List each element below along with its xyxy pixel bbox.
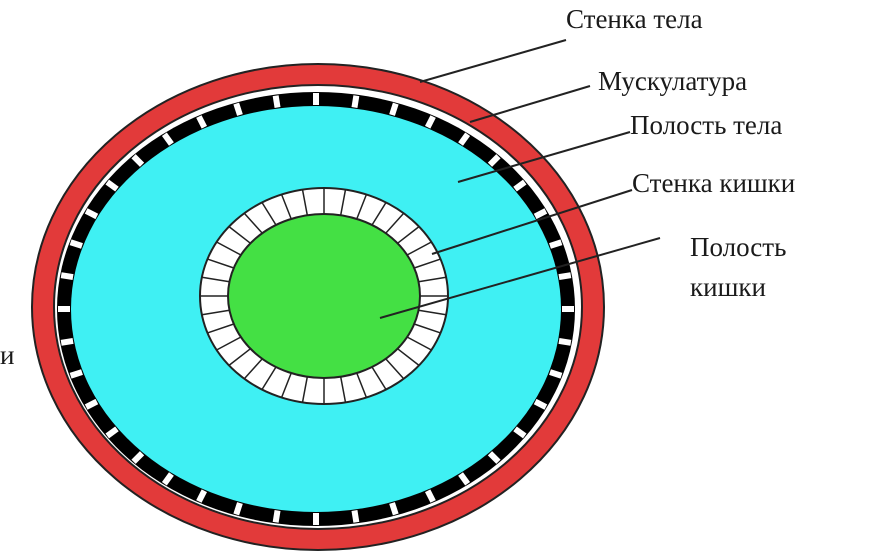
label-body-wall: Стенка тела [566, 4, 703, 34]
muscle-segment [313, 93, 319, 105]
leader-line-muscles [470, 86, 590, 122]
label-gut-wall: Стенка кишки [632, 168, 795, 198]
leader-line-body-wall [420, 40, 566, 82]
label-muscles: Мускулатура [598, 66, 747, 96]
label-body-cavity: Полость тела [630, 110, 782, 140]
label-gut-cavity-line2: кишки [690, 267, 786, 307]
gut-cavity [228, 214, 420, 378]
muscle-segment [313, 513, 319, 525]
muscle-segment [58, 306, 70, 312]
label-edge-fragment: и [0, 340, 14, 370]
label-gut-cavity-line1: Полость [690, 227, 786, 267]
muscle-segment [562, 306, 574, 312]
label-gut-cavity: Полость кишки [690, 227, 786, 307]
